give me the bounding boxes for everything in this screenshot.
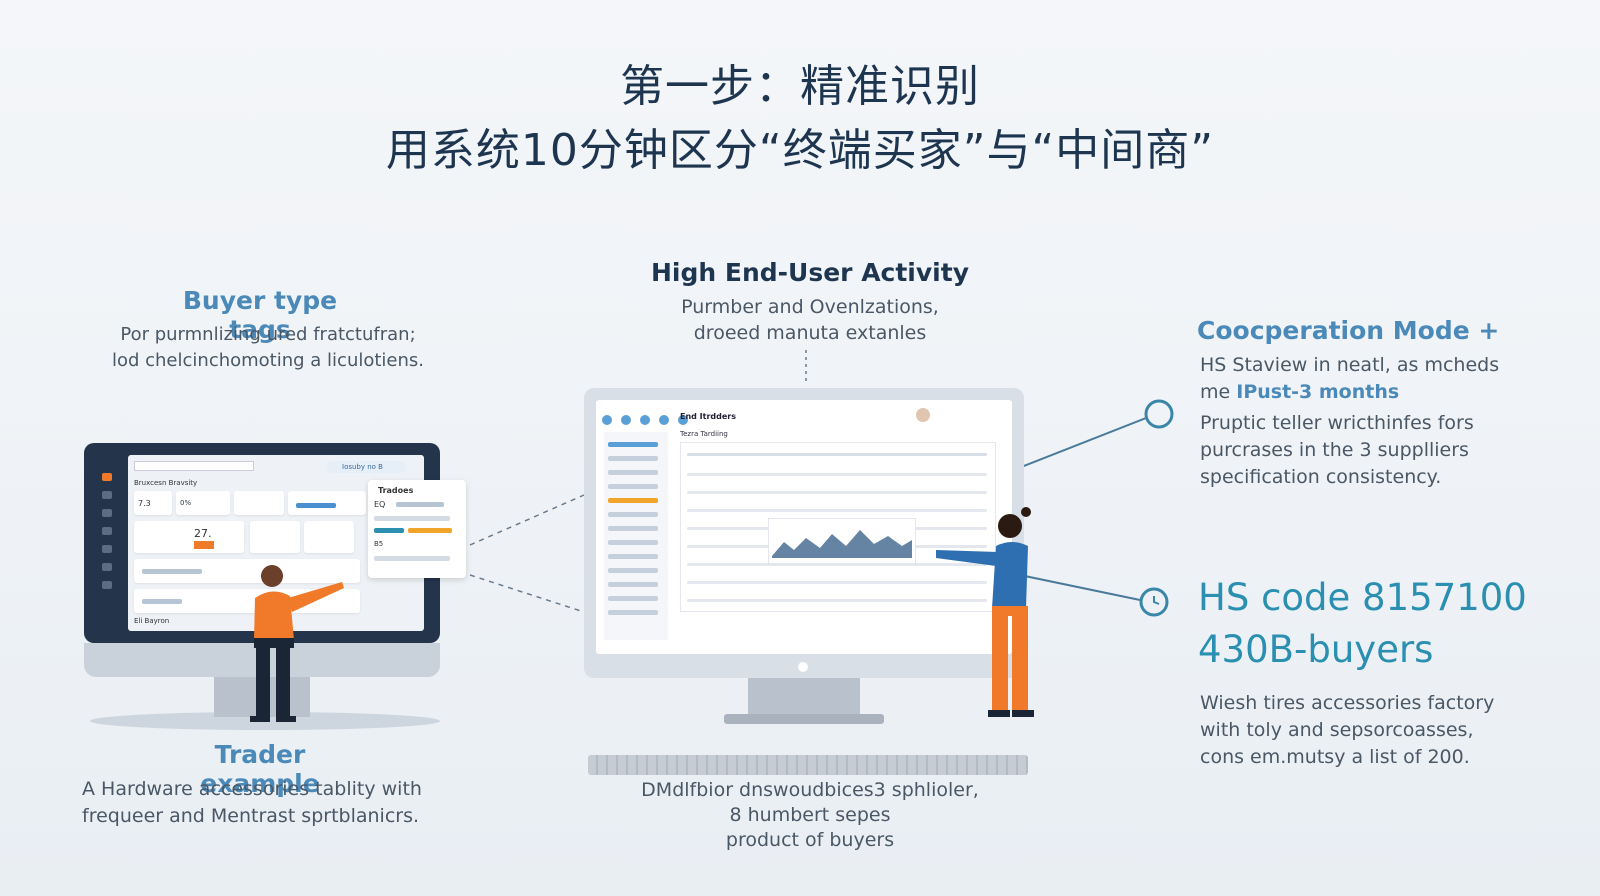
power-indicator [798,662,808,672]
chip-filter[interactable]: Iosuby no B [326,461,406,473]
high-end-line-2: droeed manuta extanles [693,322,927,344]
hs-desc-line-3: cons em.mutsy a list of 200. [1200,746,1470,768]
keyboard [588,755,1028,775]
stat-card-1: 7.3 [134,491,172,515]
metric-card-2 [250,521,300,553]
coop-line-3: Pruptic teller wricthinfes fors [1200,412,1474,434]
metric-card-3 [304,521,354,553]
popup-badge: EQ [374,500,386,509]
stat-card-4 [288,491,366,515]
circle-marker-icon [1144,399,1174,429]
metric-card: 27. [134,521,244,553]
trader-example-text: A Hardware accessories tablity with freq… [82,776,462,830]
activity-chart [768,518,916,564]
title-line-2: 用系统10分钟区分“终端买家”与“中间商” [385,125,1215,176]
search-input[interactable] [134,461,254,471]
buyer-type-line-1: Por purmnlizing ured fratctufran; [120,324,416,345]
buyer-type-tags-heading: Buyer type tags [182,286,338,344]
hs-desc-line-2: with toly and sepsorcoasses, [1200,719,1474,741]
end-user-monitor: End Itrdders Tezra Tardiing [584,388,1024,758]
stat-value-1: 7.3 [138,499,151,508]
coop-line-5: specification consistency. [1200,466,1442,488]
monitor-stand [748,678,860,716]
stat-value-2: 0% [180,499,192,507]
clock-marker-icon [1139,587,1169,617]
footer-label: Eli Bayron [134,617,170,625]
title-line-1: 第一步：精准识别 [620,61,980,112]
monitor-base [724,714,884,724]
trader-person [250,565,344,722]
side-list [604,432,668,640]
cooperation-detail-text: Pruptic teller wricthinfes fors purcrase… [1200,410,1595,491]
screen-header: End Itrdders [680,412,737,421]
center-bottom-line-2: 8 humbert sepes [729,804,891,826]
center-bottom-line-3: product of buyers [725,829,895,851]
monitor-frame: End Itrdders Tezra Tardiing [584,388,1024,678]
trader-example-line-1: A Hardware accessories tablity with [82,778,422,800]
sidebar-icons [96,463,118,623]
window-dots [602,410,689,429]
coop-line-2: me IPust-3 months [1200,381,1400,403]
trader-example-heading: Trader example [200,740,320,798]
page-title: 第一步：精准识别 用系统10分钟区分“终端买家”与“中间商” [0,55,1600,183]
list-row [134,559,360,583]
hs-code-description: Wiesh tires accessories factory with tol… [1200,690,1595,771]
table-subheader: Tezra Tardiing [680,430,728,438]
presenter-person [936,507,1034,717]
high-end-line-1: Purmber and Ovenlzations, [681,296,939,318]
coop-line-1: HS Staview in neatl, as mcheds [1200,354,1500,376]
buyer-type-tags-text: Por purmnlizing ured fratctufran; lod ch… [88,322,448,374]
buyers-count-label: 430B-buyers [1198,628,1434,671]
avatar[interactable] [916,408,930,422]
cooperation-mode-text: HS Staview in neatl, as mcheds me IPust-… [1200,352,1595,406]
hs-desc-line-1: Wiesh tires accessories factory [1200,692,1495,714]
popup-badge-2: B5 [374,540,384,548]
buyer-type-line-2: lod chelcinchomoting a liculotiens. [111,350,425,371]
panel-header: Bruxcesn Bravsity [134,479,198,487]
high-end-user-text: Purmber and Ovenlzations, droeed manuta … [600,294,1020,346]
trader-example-line-2: frequeer and Mentrast sprtblanicrs. [82,805,420,827]
center-bottom-line-1: DMdlfbior dnswoudbices3 sphlioler, [641,779,979,801]
cooperation-mode-heading: Coocperation Mode + [1197,316,1500,345]
stat-value-3: 27. [194,527,212,540]
coop-highlight: IPust-3 months [1236,381,1400,403]
stat-card-3 [234,491,284,515]
popup-title: Tradoes [378,486,414,495]
end-traders-dashboard: End Itrdders Tezra Tardiing [596,400,1012,654]
hs-code-label: HS code 8157100 [1198,576,1527,619]
coop-line-4: purcrases in the 3 supplliers [1200,439,1469,461]
trades-popup-card: Tradoes EQ B5 [368,480,466,578]
stat-card-2: 0% [176,491,230,515]
end-user-description: DMdlfbior dnswoudbices3 sphlioler, 8 hum… [600,778,1020,853]
high-end-user-heading: High End-User Activity [650,258,969,287]
